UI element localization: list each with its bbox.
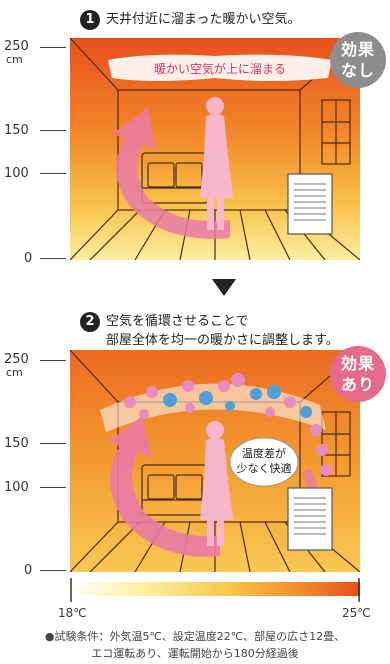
circulation-arrow-icon-2 [108, 416, 220, 557]
step-1-caption: 天井付近に溜まった暖かい空気。 [106, 12, 301, 27]
down-triangle-icon [212, 279, 236, 296]
ion-particles [124, 373, 332, 476]
badge-with-effect-line1: 効果 [340, 354, 375, 373]
axis-label-150-2: 150 [4, 436, 29, 451]
circulation-arrow-icon [112, 108, 230, 239]
axis-tick-0-2 [40, 570, 66, 571]
heater-unit-2 [287, 487, 333, 551]
axis-label-250-2: 250 [4, 352, 29, 367]
room-diagram-with-effect: 温度差が 少なく快適 [70, 350, 360, 572]
axis-unit-2: cm [6, 366, 23, 379]
temperature-gradient-bar [70, 582, 360, 596]
heater-unit [287, 173, 333, 235]
axis-tick-100-2 [40, 487, 66, 488]
step-2-number: 2 [80, 312, 100, 332]
axis-tick-100 [40, 173, 66, 174]
warm-air-banner-text: 暖かい空気が上に溜まる [154, 61, 286, 76]
scale-min-label: 18℃ [58, 606, 87, 620]
scale-max-label: 25℃ [342, 606, 371, 620]
badge-no-effect-circle [330, 32, 386, 88]
badge-with-effect-circle [330, 346, 386, 402]
badge-no-effect-line2: なし [340, 61, 375, 80]
temperature-scale [70, 578, 360, 602]
bubble-line1: 温度差が [242, 446, 286, 460]
axis-label-250: 250 [4, 39, 29, 54]
comfort-bubble: 温度差が 少なく快適 [229, 437, 299, 487]
axis-label-150: 150 [4, 123, 29, 138]
axis-label-100: 100 [4, 166, 29, 181]
axis-tick-250 [40, 47, 66, 48]
step-2-caption-line1: 空気を循環させることで [106, 314, 249, 329]
axis-tick-0 [40, 258, 66, 259]
room-wireframe [70, 38, 360, 260]
badge-with-effect: 効果 あり [330, 346, 386, 402]
step-2-caption-line2: 部屋全体を均一の暖かさに調整します。 [106, 333, 339, 348]
badge-with-effect-line2: あり [340, 375, 375, 394]
person-silhouette-2 [200, 421, 233, 546]
axis-tick-250-2 [40, 360, 66, 361]
axis-label-0-2: 0 [24, 563, 33, 578]
axis-tick-150-2 [40, 443, 66, 444]
footnote-line1: ●試験条件：外気温5℃、設定温度22℃、部屋の広さ12畳、 [44, 630, 346, 643]
axis-unit: cm [6, 53, 23, 66]
axis-label-0: 0 [24, 251, 33, 266]
badge-no-effect-line1: 効果 [340, 40, 375, 59]
axis-label-100-2: 100 [4, 480, 29, 495]
person-silhouette [200, 97, 233, 230]
axis-tick-150 [40, 130, 66, 131]
bubble-line2: 少なく快適 [237, 461, 292, 475]
badge-no-effect: 効果 なし [330, 32, 386, 88]
room-diagram-no-effect: 暖かい空気が上に溜まる [70, 38, 360, 260]
footnote-line2: エコ運転あり、運転開始から180分経過後 [91, 647, 299, 660]
step-1-number: 1 [80, 10, 100, 30]
warm-air-banner: 暖かい空気が上に溜まる [108, 54, 332, 81]
